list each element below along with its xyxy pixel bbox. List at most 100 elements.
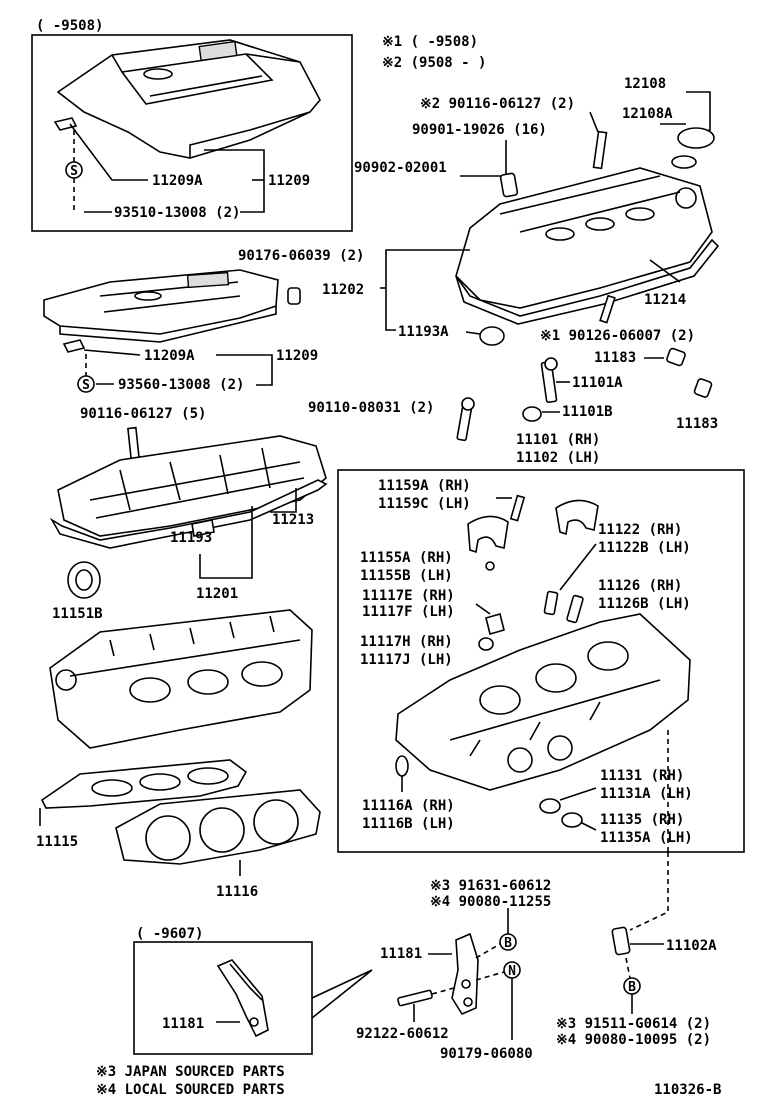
label-11155b: 11155B (LH)	[360, 568, 453, 584]
valve-guide-group: 11183 11183 11101A 90110-08031 (2) 11101…	[308, 347, 718, 466]
label-12108a: 12108A	[622, 106, 673, 122]
plug-11117h-illustration	[478, 637, 494, 651]
label-11135a: 11135A (LH)	[600, 830, 693, 846]
label-90901-19026: 90901-19026 (16)	[412, 122, 547, 138]
label-12108: 12108	[624, 76, 666, 92]
label-93560-13008: 93560-13008 (2)	[118, 377, 244, 393]
inset-bottom-group: ( -9607) 11181	[133, 926, 373, 1055]
label-11122: 11122 (RH)	[598, 522, 682, 538]
oil-cap-12108-illustration	[677, 127, 715, 149]
valve-guide-11126-illustration	[566, 594, 584, 624]
bracket-11209a-mid-illustration	[62, 339, 86, 353]
diagram-id: 110326-B	[654, 1082, 721, 1098]
valve-cover-right-group: ※2 90116-06127 (2) 90901-19026 (16) 9090…	[322, 76, 720, 346]
note-1: ※1 ( -9508)	[382, 34, 478, 50]
label-11183-a: 11183	[594, 350, 636, 366]
cylinder-head-left-illustration	[49, 609, 313, 749]
gaskets-left-group: 11115 11116	[36, 759, 321, 900]
label-11126: 11126 (RH)	[598, 578, 682, 594]
label-11181-inset: 11181	[162, 1016, 204, 1032]
stud-92122-illustration	[397, 989, 433, 1007]
label-11101-rh: 11101 (RH)	[516, 432, 600, 448]
inset-top-range-label: ( -9508)	[36, 18, 103, 34]
plug-11131-illustration	[539, 798, 561, 814]
label-11214: 11214	[644, 292, 686, 308]
label-11116a: 11116A (RH)	[362, 798, 455, 814]
label-11181-main: 11181	[380, 946, 422, 962]
pcv-valve-illustration	[499, 172, 519, 198]
label-11159c: 11159C (LH)	[378, 496, 471, 512]
valve-guide-11122-illustration	[543, 590, 559, 616]
label-11201: 11201	[196, 586, 238, 602]
label-11101b: 11101B	[562, 404, 613, 420]
label-90179-06080: 90179-06080	[440, 1046, 533, 1062]
label-11155a: 11155A (RH)	[360, 550, 453, 566]
engine-hanger-inset-illustration	[216, 959, 269, 1038]
bearing-cap-a-illustration	[467, 515, 509, 554]
label-n4-90080-11255: ※4 90080-11255	[430, 894, 551, 910]
label-n4-90080-10095: ※4 90080-10095 (2)	[556, 1032, 711, 1048]
bolt-90116-upper-illustration	[592, 130, 608, 170]
plug-11183-a-illustration	[666, 347, 686, 367]
label-11102a: 11102A	[666, 938, 717, 954]
note-3: ※3 JAPAN SOURCED PARTS	[96, 1064, 285, 1080]
label-11183-b: 11183	[676, 416, 718, 432]
label-92122-60612: 92122-60612	[356, 1026, 449, 1042]
label-11117h: 11117H (RH)	[360, 634, 453, 650]
label-11102-lh: 11102 (LH)	[516, 450, 600, 466]
symbol-s-mid-letter: S	[82, 378, 90, 393]
seal-11193-illustration	[191, 519, 215, 537]
bearing-cap-b-illustration	[555, 499, 599, 536]
label-93510-13008: 93510-13008 (2)	[114, 205, 240, 221]
inset-top-box	[31, 34, 353, 232]
note-4: ※4 LOCAL SOURCED PARTS	[96, 1082, 285, 1098]
pin-11155-illustration	[485, 561, 495, 571]
symbol-n-hanger-letter: N	[508, 964, 516, 979]
engine-hanger-11181-illustration	[451, 932, 479, 1016]
plug-11117e-illustration	[485, 613, 505, 635]
label-11209a-top: 11209A	[152, 173, 203, 189]
head-gasket-11116-illustration	[115, 789, 321, 865]
engine-hanger-group: ※3 91631-60612 ※4 90080-11255 11181 B N …	[356, 852, 717, 1062]
grommet-90176-illustration	[287, 287, 301, 305]
cylinder-head-right-box	[337, 469, 745, 853]
head-cover-11201-illustration	[57, 435, 327, 537]
label-n1-90126-06007: ※1 90126-06007 (2)	[540, 328, 695, 344]
engine-cover-mid-illustration	[43, 269, 279, 335]
label-11117e: 11117E (RH)	[362, 588, 455, 604]
label-11209a-mid: 11209A	[144, 348, 195, 364]
oil-cap-gasket-12108a-illustration	[671, 155, 697, 169]
label-90110-08031: 90110-08031 (2)	[308, 400, 434, 416]
engine-cover-top-illustration	[56, 39, 321, 159]
inset-top-group: ( -9508) S 11209A 11209 93510-13008 (2)	[31, 18, 353, 232]
plug-11116a-illustration	[395, 755, 409, 777]
valve-cover-11202-illustration	[455, 167, 713, 309]
label-11117f: 11117F (LH)	[362, 604, 455, 620]
label-11202: 11202	[322, 282, 364, 298]
label-11131: 11131 (RH)	[600, 768, 684, 784]
label-11101a: 11101A	[572, 375, 623, 391]
label-n3-91511-g0614: ※3 91511-G0614 (2)	[556, 1016, 711, 1032]
intake-gasket-11115-illustration	[40, 759, 248, 809]
label-90902-02001: 90902-02001	[354, 160, 447, 176]
label-11126b: 11126B (LH)	[598, 596, 691, 612]
label-11122b: 11122B (LH)	[598, 540, 691, 556]
sensor-11102a-illustration	[611, 926, 631, 956]
cylinder-head-right-illustration	[395, 613, 691, 791]
label-11213: 11213	[272, 512, 314, 528]
cylinder-head-right-group: 11159A (RH) 11159C (LH) 11122 (RH) 11122…	[337, 469, 745, 853]
label-11115: 11115	[36, 834, 78, 850]
label-90176-06039: 90176-06039 (2)	[238, 248, 364, 264]
plug-11135-illustration	[561, 812, 583, 828]
symbol-b-hanger-letter: B	[504, 936, 512, 951]
label-11159a: 11159A (RH)	[378, 478, 471, 494]
bracket-11209a-top-illustration	[53, 117, 78, 131]
label-11117j: 11117J (LH)	[360, 652, 453, 668]
seal-11193a-illustration	[479, 326, 505, 346]
symbol-b-sensor-letter: B	[628, 980, 636, 995]
ring-11101b-illustration	[522, 406, 542, 422]
inset-bottom-range-label: ( -9607)	[136, 926, 203, 942]
engine-cover-mid-group: 90176-06039 (2) S 11209A 11209 93560-130…	[43, 248, 364, 393]
inset-bottom-box	[133, 941, 313, 1055]
